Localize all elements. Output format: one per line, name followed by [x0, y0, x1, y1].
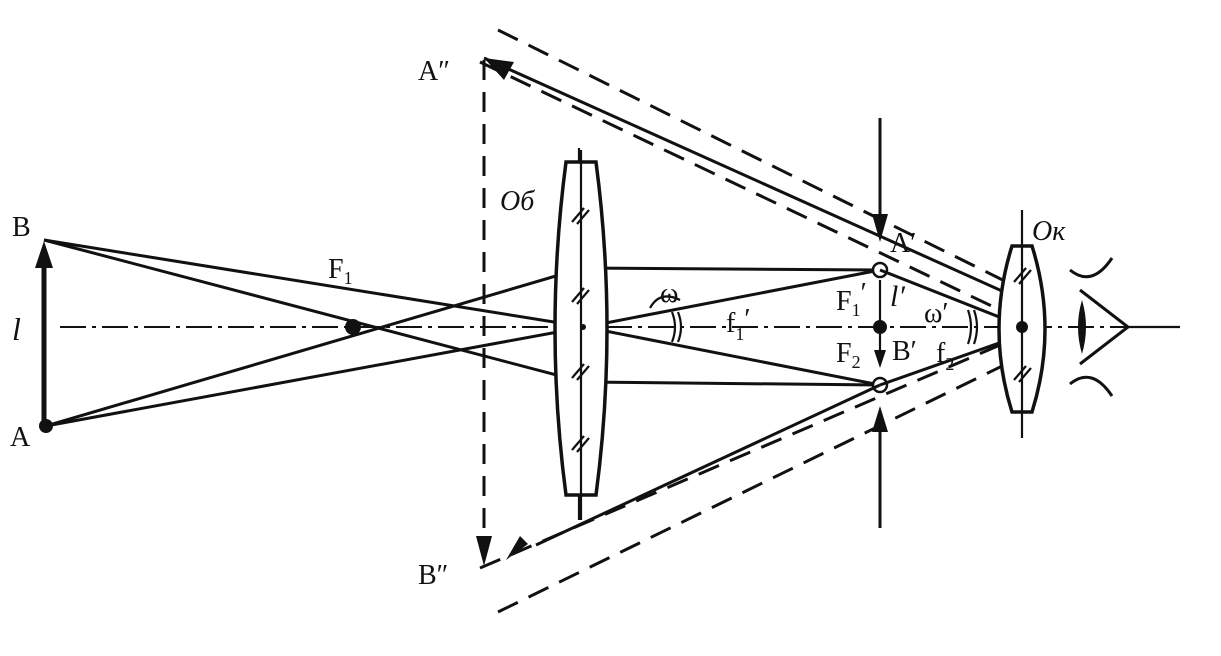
label-omega-prime: ω′: [924, 298, 949, 329]
lens-hatch: [576, 437, 590, 453]
arrow-a2: [484, 58, 514, 80]
ray-center-to-a1: [584, 268, 881, 329]
dashed-top-inner: [479, 60, 1001, 312]
label-omega: ω: [660, 278, 678, 309]
field-arrow-bottom: [872, 406, 888, 432]
label-l-prime: l′: [890, 280, 905, 313]
angle-omega-arc-2: [676, 311, 683, 343]
label-f1-image: F1′: [836, 278, 867, 320]
lens-hatch: [576, 289, 590, 305]
label-f2-prime: f2: [936, 338, 954, 374]
angle-omega-prime-arc: [966, 309, 973, 345]
label-b: B: [12, 212, 31, 243]
label-a-double-prime: A″: [418, 56, 450, 87]
image-arrowhead: [874, 350, 886, 368]
angle-omega-arc: [670, 311, 677, 343]
label-f1: F1: [328, 254, 353, 288]
lens-hatch: [571, 207, 585, 223]
lens-hatch: [1013, 365, 1027, 381]
omega-leader: [649, 295, 681, 309]
label-eyepiece: Ок: [1032, 216, 1066, 247]
angle-omega-prime-arc-2: [972, 309, 979, 345]
label-a-prime: A′: [890, 228, 916, 259]
focus-f1-prime-dot: [873, 320, 887, 334]
label-objective: Об: [500, 186, 535, 217]
lens-hatch: [571, 287, 585, 303]
ray-parallel-top: [582, 266, 881, 272]
dashed-bottom-outer: [497, 348, 1036, 614]
dashed-bottom-inner: [479, 343, 1001, 570]
lens-hatch: [1018, 367, 1032, 383]
lens-hatch: [576, 209, 590, 225]
eye-lid-bottom: [1069, 375, 1114, 397]
lens-hatch: [1018, 269, 1032, 285]
label-b-prime: B′: [892, 336, 917, 367]
lens-hatch: [571, 435, 585, 451]
ray-to-a2: [483, 56, 1023, 302]
objective-center-dot: [580, 324, 586, 330]
ray-parallel-bottom: [582, 380, 881, 387]
eye-pupil: [1078, 300, 1086, 354]
lens-hatch: [576, 365, 590, 381]
lens-hatch: [1013, 267, 1027, 283]
ray-b-center: [43, 238, 586, 329]
ray-a-center: [45, 325, 586, 428]
label-b-double-prime: B″: [418, 560, 448, 591]
virtual-image-arrow-down: [476, 536, 492, 566]
lens-hatch: [571, 363, 585, 379]
field-arrow-top: [872, 214, 888, 242]
eyepiece-center-dot: [1016, 321, 1028, 333]
label-f2: F2: [836, 338, 861, 372]
label-f1-prime: f1′: [726, 304, 750, 344]
ray-b-focus: [43, 238, 584, 384]
ray-center-to-b1: [584, 325, 881, 387]
label-a: A: [10, 422, 31, 453]
label-l: l: [12, 311, 21, 347]
object-arrowhead: [35, 241, 53, 268]
ray-a-focus: [45, 266, 584, 428]
eye-lid-top: [1069, 257, 1114, 279]
